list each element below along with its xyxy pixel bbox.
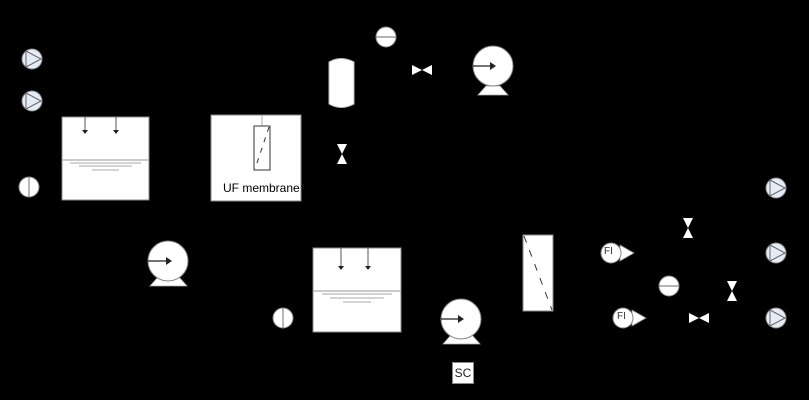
- flow-indicator-2-label: FI: [617, 311, 626, 322]
- valve-1-icon[interactable]: [412, 65, 432, 75]
- instrument-3-icon[interactable]: [272, 307, 294, 329]
- uf-membrane-block[interactable]: [210, 114, 302, 202]
- vessel-1[interactable]: [328, 58, 355, 108]
- pump-1-icon[interactable]: [472, 45, 514, 96]
- flow-indicator-1-icon[interactable]: [600, 242, 635, 264]
- pump-3-icon[interactable]: [440, 298, 482, 345]
- outlet-connector-1-icon[interactable]: [765, 177, 787, 199]
- uf-membrane-label: UF membrane: [223, 181, 300, 195]
- instrument-1-icon[interactable]: [18, 176, 40, 198]
- tank-1[interactable]: [61, 116, 150, 201]
- flow-indicator-1-label: FI: [604, 246, 613, 257]
- valve-5-icon[interactable]: [689, 313, 709, 323]
- valve-4-icon[interactable]: [727, 281, 737, 301]
- pump-2-icon[interactable]: [147, 240, 189, 287]
- filter-module[interactable]: [522, 234, 554, 312]
- tank-2[interactable]: [312, 247, 402, 333]
- outlet-connector-2-icon[interactable]: [765, 242, 787, 264]
- instrument-2-icon[interactable]: [375, 26, 397, 48]
- inlet-connector-1-icon[interactable]: [21, 48, 43, 70]
- valve-2-icon[interactable]: [337, 144, 347, 164]
- speed-controller-label[interactable]: SC: [452, 362, 474, 384]
- valve-3-icon[interactable]: [683, 218, 693, 238]
- instrument-4-icon[interactable]: [658, 275, 680, 297]
- flow-indicator-2-icon[interactable]: [612, 307, 647, 329]
- outlet-connector-3-icon[interactable]: [765, 307, 787, 329]
- inlet-connector-2-icon[interactable]: [21, 90, 43, 112]
